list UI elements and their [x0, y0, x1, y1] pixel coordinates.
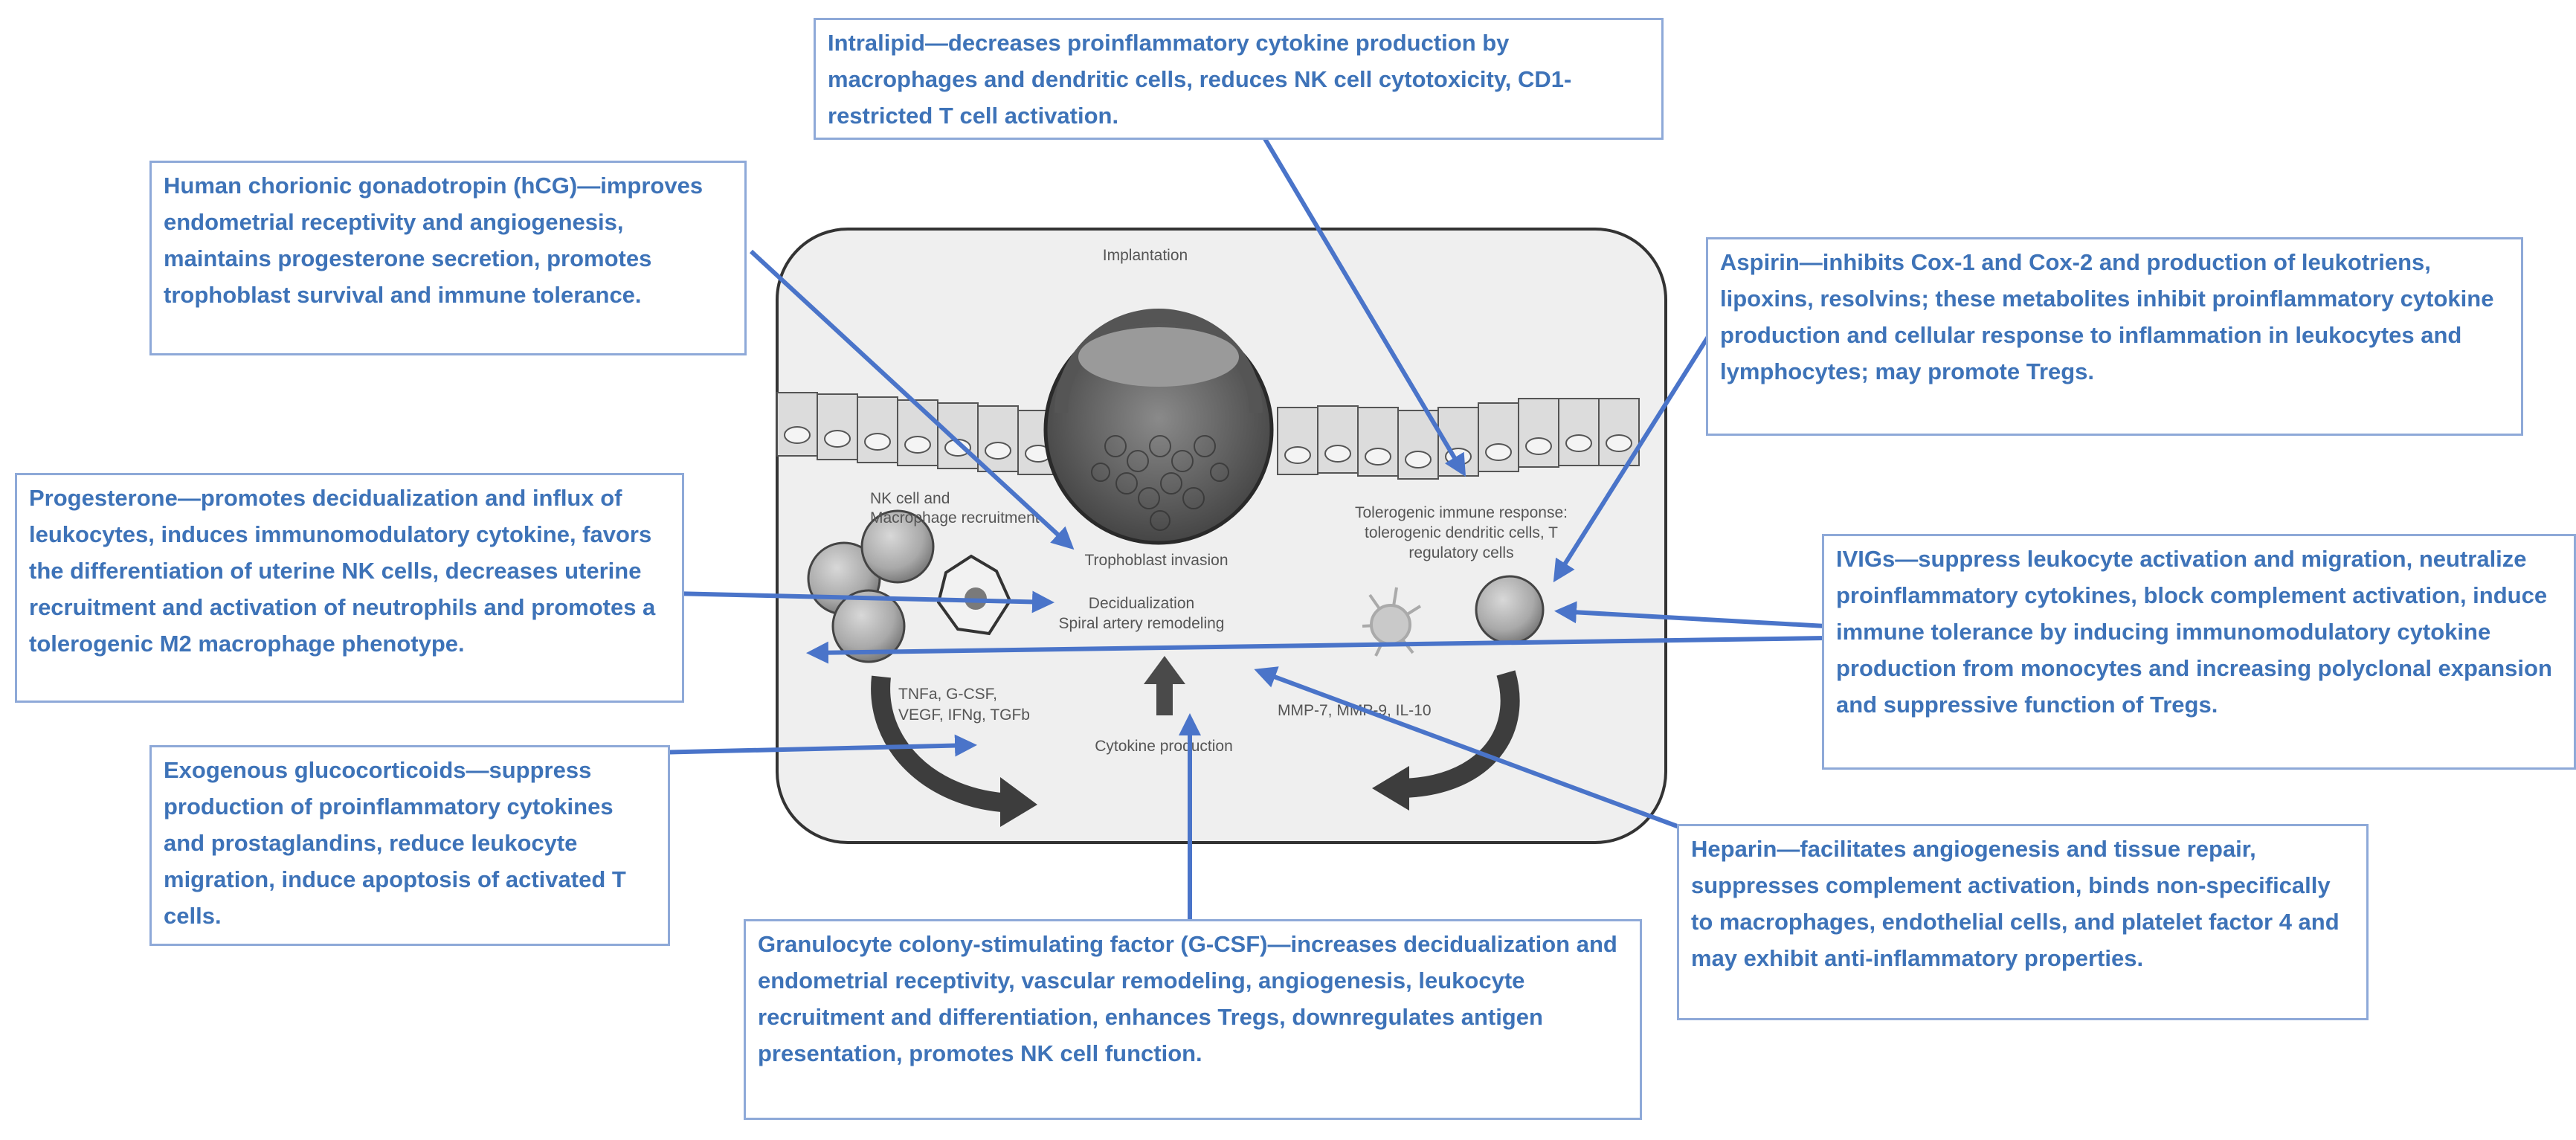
label-line: Decidualization	[1089, 595, 1194, 612]
arrow-intralipid	[1262, 136, 1466, 477]
arrow-glucocorticoids	[654, 734, 977, 757]
blastocyst	[1043, 309, 1274, 545]
label-tolerogenic: Tolerogenic immune response: tolerogenic …	[1355, 504, 1568, 561]
arrow-progesterone	[672, 590, 1054, 614]
annotation-progesterone: Progesterone—promotes decidualization an…	[15, 473, 684, 703]
uterine-panel	[776, 228, 1667, 844]
cycle-arrow-left	[871, 675, 1037, 827]
label-line: tolerogenic dendritic cells, T	[1365, 524, 1558, 541]
label-mmp: MMP-7, MMP-9, IL-10	[1278, 702, 1432, 719]
label-line: Spiral artery remodeling	[1059, 615, 1225, 632]
annotation-aspirin: Aspirin—inhibits Cox-1 and Cox-2 and pro…	[1706, 237, 2523, 436]
arrow-heparin	[1254, 666, 1681, 829]
annotation-hcg: Human chorionic gonadotropin (hCG)—impro…	[149, 161, 747, 355]
label-line: NK cell and	[870, 490, 950, 507]
arrow-hcg	[749, 249, 1075, 550]
label-line: VEGF, IFNg, TGFb	[898, 706, 1030, 724]
label-line: TNFa, G-CSF,	[898, 686, 997, 703]
arrow-aspirin	[1553, 326, 1716, 583]
macrophage-icon	[936, 554, 1012, 636]
annotation-intralipid: Intralipid—decreases proinflammatory cyt…	[814, 18, 1664, 140]
label-line: regulatory cells	[1408, 544, 1513, 561]
arrow-ivig-to-left	[806, 636, 1826, 664]
annotation-gcsf: Granulocyte colony-stimulating factor (G…	[744, 919, 1642, 1120]
label-cytokine-production: Cytokine production	[1095, 738, 1233, 755]
label-trophoblast-invasion: Trophoblast invasion	[1085, 552, 1229, 569]
label-line: Macrophage recruitment	[870, 509, 1040, 526]
label-cytokines-left: TNFa, G-CSF, VEGF, IFNg, TGFb	[898, 686, 1030, 724]
annotation-glucocorticoids: Exogenous glucocorticoids—suppress produ…	[149, 745, 670, 946]
epithelium-left	[776, 392, 1059, 475]
label-implantation: Implantation	[1103, 247, 1188, 264]
cytokine-up-arrow	[1144, 656, 1185, 715]
arrow-ivig-to-cell	[1554, 601, 1826, 628]
label-line: Tolerogenic immune response:	[1355, 504, 1568, 521]
annotation-heparin: Heparin—facilitates angiogenesis and tis…	[1677, 824, 2369, 1020]
annotation-ivig: IVIGs—suppress leukocyte activation and …	[1822, 534, 2576, 770]
treg-cell-icon	[1475, 575, 1545, 645]
